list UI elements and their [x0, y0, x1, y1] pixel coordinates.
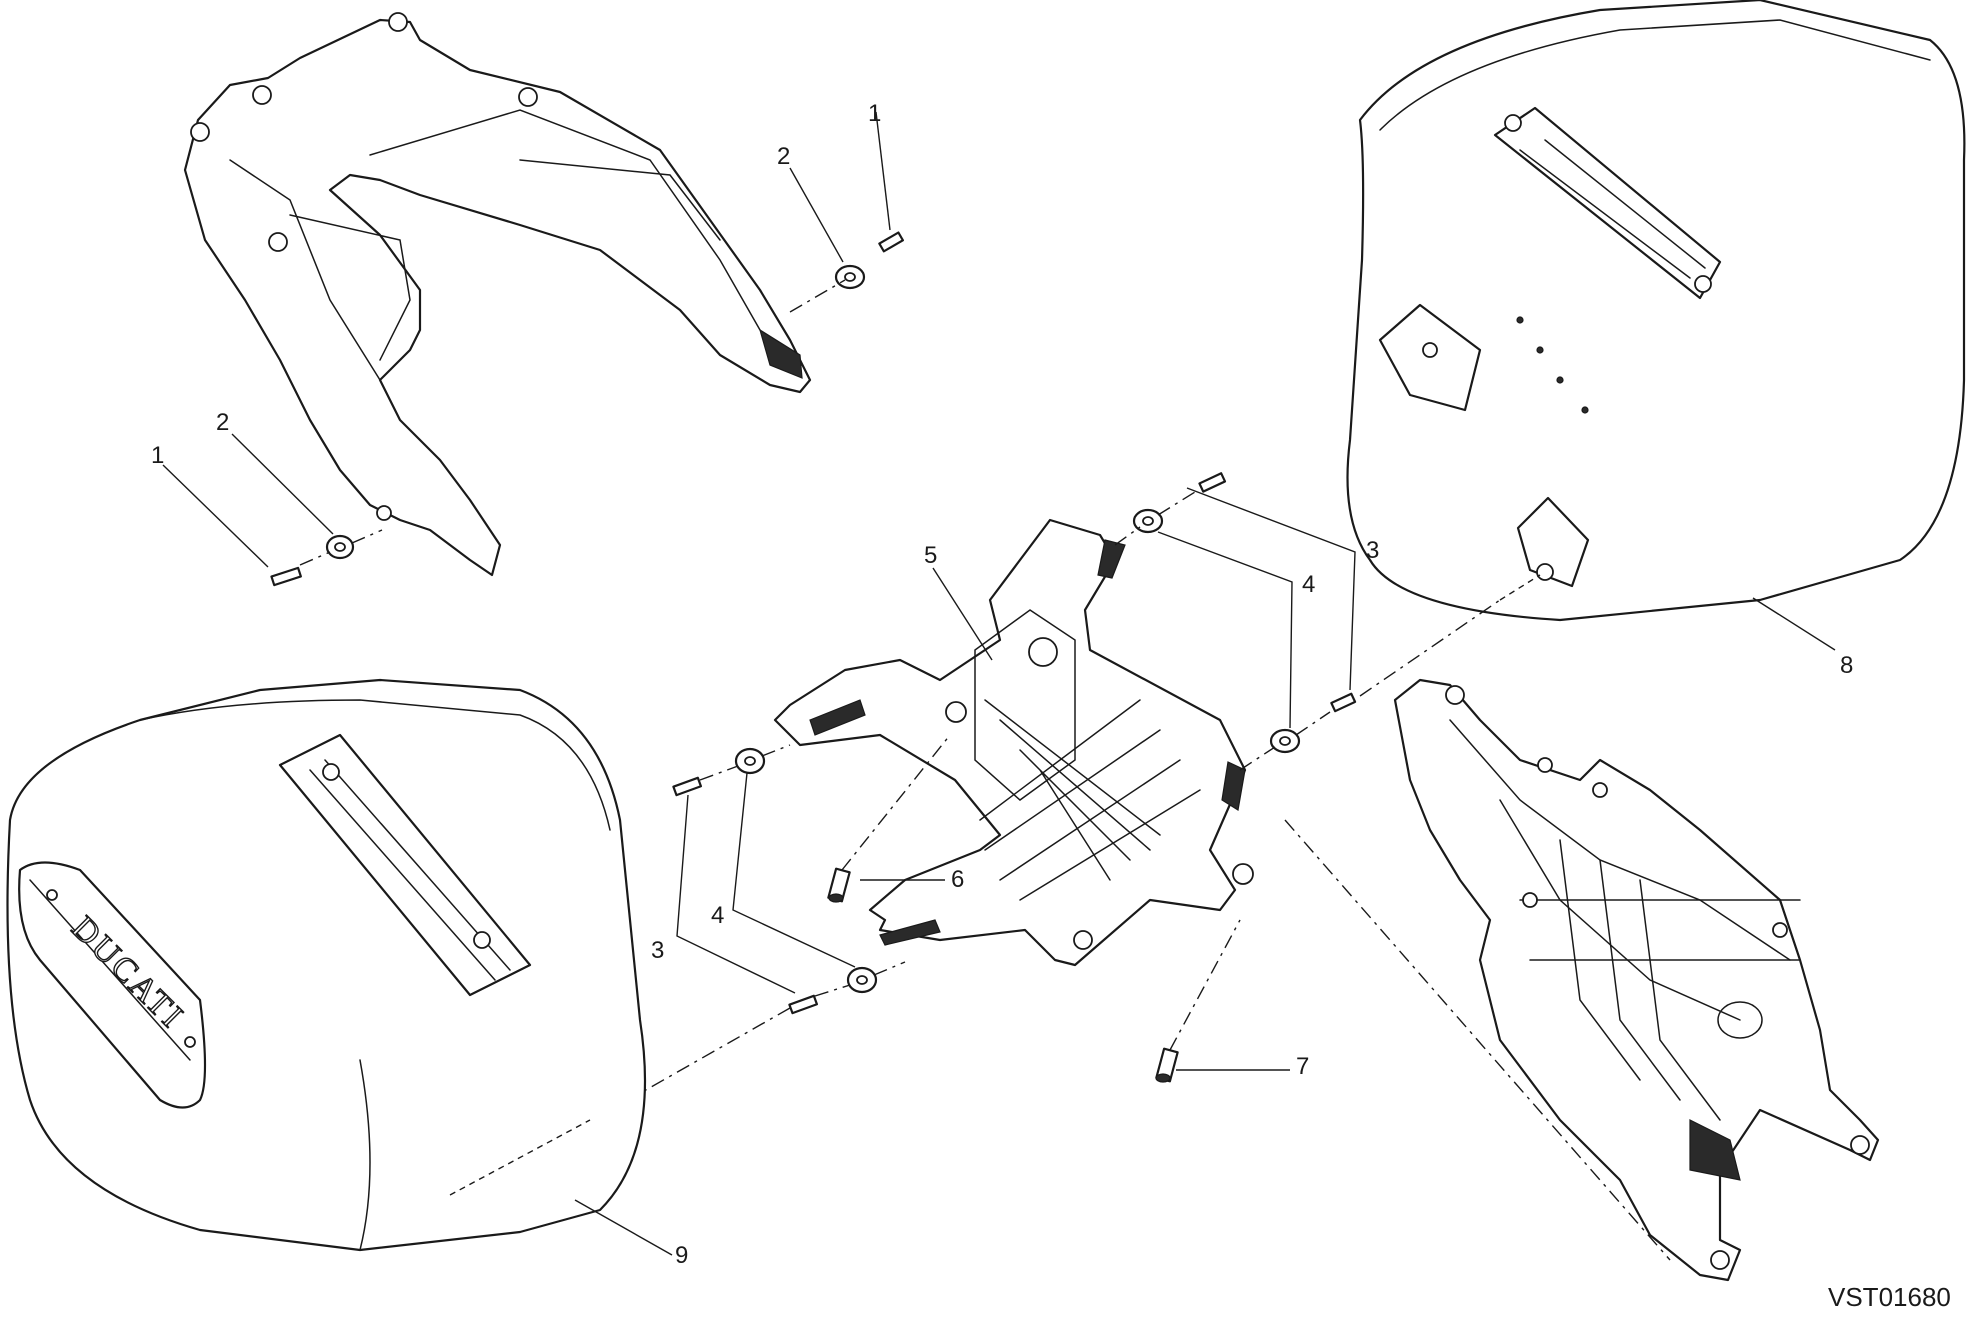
right-pannier [1346, 0, 1966, 622]
callout-numbers: 1 2 1 2 3 4 5 6 3 4 7 8 9 [151, 100, 1853, 1269]
left-pannier: DUCATI [6, 678, 647, 1252]
callout-1-top: 1 [868, 100, 881, 127]
right-fasteners [1114, 472, 1501, 771]
callout-7-screw: 7 [1296, 1053, 1309, 1080]
callout-2-left: 2 [216, 409, 229, 436]
callout-4-right: 4 [1302, 571, 1315, 598]
screws-6-7 [827, 734, 1241, 1083]
callout-8-right-pannier: 8 [1840, 652, 1853, 679]
callout-3-left: 3 [651, 937, 664, 964]
axis-line-right-pannier [1499, 574, 1541, 601]
left-fasteners [270, 529, 383, 587]
callout-3-right: 3 [1366, 537, 1379, 564]
rear-subframe [1393, 678, 1880, 1282]
grab-handle-part [183, 12, 812, 577]
drawing-code-label: VST01680 [1828, 1282, 1951, 1312]
callout-9-left-pannier: 9 [675, 1242, 688, 1269]
carrier-bracket [773, 518, 1254, 967]
callout-6-screw: 6 [951, 866, 964, 893]
axis-line-subframe [1284, 819, 1671, 1261]
callout-2-top: 2 [777, 143, 790, 170]
callout-4-left: 4 [711, 902, 724, 929]
callout-leaders [162, 111, 1836, 1256]
callout-1-left: 1 [151, 442, 164, 469]
upper-right-fasteners [789, 231, 904, 313]
callout-5-bracket: 5 [924, 542, 937, 569]
